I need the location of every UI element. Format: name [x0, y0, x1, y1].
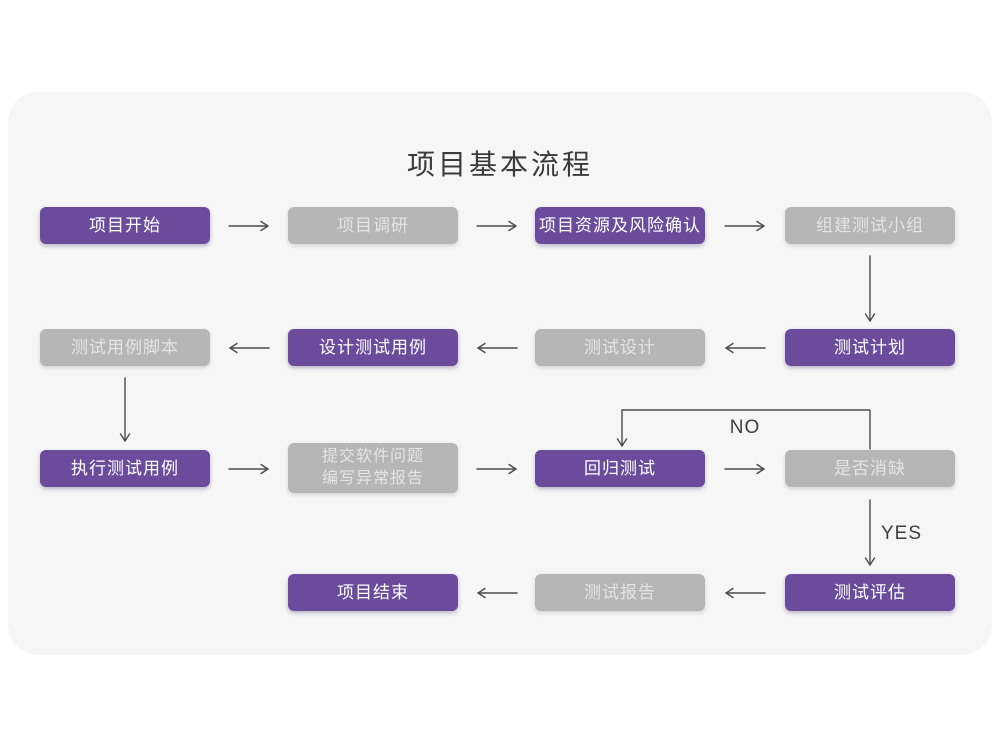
node-project-start: 项目开始	[40, 207, 210, 244]
node-project-research: 项目调研	[288, 207, 458, 244]
node-test-report: 测试报告	[535, 574, 705, 611]
node-defect-cleared: 是否消缺	[785, 450, 955, 487]
node-build-test-team: 组建测试小组	[785, 207, 955, 244]
diagram-title: 项目基本流程	[406, 149, 593, 180]
node-execute-test-case: 执行测试用例	[40, 450, 210, 487]
node-test-design: 测试设计	[535, 329, 705, 366]
node-test-evaluation: 测试评估	[785, 574, 955, 611]
node-regression-test: 回归测试	[535, 450, 705, 487]
node-design-test-case: 设计测试用例	[288, 329, 458, 366]
node-test-plan: 测试计划	[785, 329, 955, 366]
node-project-end: 项目结束	[288, 574, 458, 611]
node-submit-issue-report: 提交软件问题 编写异常报告	[288, 443, 458, 493]
diagram-card	[8, 92, 992, 655]
node-project-resource-risk: 项目资源及风险确认	[535, 207, 705, 244]
node-test-case-script: 测试用例脚本	[40, 329, 210, 366]
